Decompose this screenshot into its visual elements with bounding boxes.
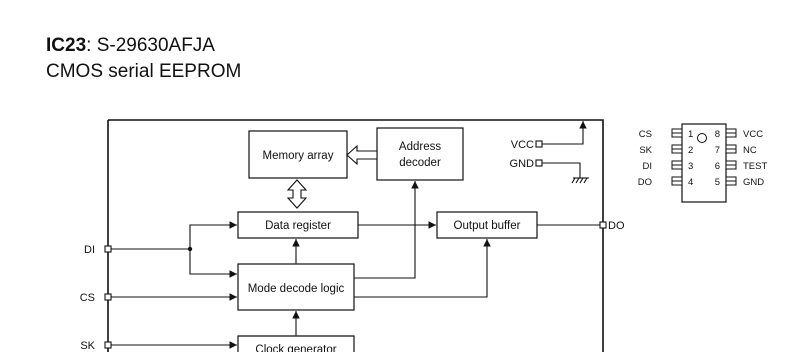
package-pin-4-name: DO [638,177,652,188]
di-to-mode-line [189,249,237,278]
address-decoder-label-2: decoder [399,157,441,169]
memory-array-block: Memory array [248,130,348,179]
address-decoder-block: Address decoder [376,127,464,181]
data-register-block: Data register [237,211,359,239]
sk-label: SK [80,340,95,352]
package-pin-3-number: 3 [688,161,693,172]
di-to-register-line [189,221,237,249]
package-pinout: CS 1SK 2DI 3DO 4 8 VCC 7 NC 6 TEST 5 GND [638,123,767,203]
gnd-line [542,162,581,178]
memory-array-label: Memory array [263,150,334,162]
do-pin [599,221,607,229]
di-junction-dot [187,246,193,252]
chip-id: IC23 [46,35,87,56]
data-register-label: Data register [265,220,331,232]
cs-pin [104,293,112,301]
mode-to-address-line [354,181,419,279]
mode-decode-logic-label: Mode decode logic [248,283,345,295]
package-body [681,123,727,203]
gnd-label: GND [510,158,535,170]
package-pin-6-name: TEST [743,161,767,172]
di-label: DI [84,244,95,256]
vcc-label: VCC [511,139,534,151]
vcc-line [542,120,587,145]
chip-description: CMOS serial EEPROM [46,61,242,82]
di-pin [104,245,112,253]
package-pin-4-number: 4 [688,177,693,188]
pin1-marker [697,133,707,143]
package-pin-5-number: 5 [715,177,720,188]
vcc-pin [535,140,543,148]
cs-label: CS [80,292,95,304]
ground-symbol [571,177,589,184]
package-pin-5-name: GND [743,177,764,188]
output-buffer-label: Output buffer [454,220,521,232]
sk-pin [104,341,112,349]
package-pin-2-name: SK [639,145,652,156]
output-buffer-block: Output buffer [436,211,538,239]
package-pin-8-number: 8 [715,129,720,140]
memory-register-double-arrow [286,179,308,209]
mode-to-buffer-line [354,239,491,298]
address-decoder-label-1: Address [399,141,441,153]
do-label: DO [608,220,625,232]
package-pin-3-name: DI [643,161,653,172]
chip-outline [107,119,604,352]
gnd-pin [535,159,543,167]
decoder-to-memory-arrow [346,144,378,166]
package-pin-2-number: 2 [688,145,693,156]
part-number: : S-29630AFJA [86,35,215,56]
mode-decode-logic-block: Mode decode logic [237,263,355,311]
package-pin-1-name: CS [639,129,652,140]
package-pin-6-number: 6 [715,161,720,172]
package-pin-7-number: 7 [715,145,720,156]
package-pin-7-name: NC [743,145,757,156]
chip-title: IC23: S-29630AFJA [46,34,215,58]
package-pin-8-name: VCC [743,129,763,140]
package-pin-1-number: 1 [688,129,693,140]
clock-generator-label: Clock generator [255,344,336,352]
clock-generator-block: Clock generator [237,335,355,352]
